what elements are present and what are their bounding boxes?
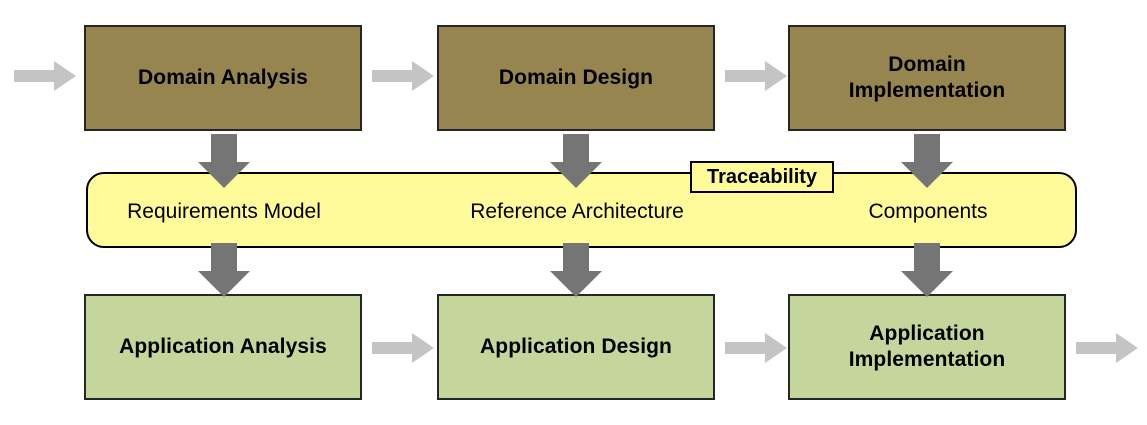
arrow-domain-design-to-implementation-icon — [725, 61, 787, 91]
box-domain-design[interactable]: Domain Design — [437, 25, 715, 131]
box-application-analysis[interactable]: Application Analysis — [84, 294, 362, 400]
box-application-design-label: Application Design — [480, 335, 672, 359]
arrow-into-domain-analysis-icon — [14, 61, 76, 91]
asset-label-reference-architecture: Reference Architecture — [470, 200, 684, 223]
arrow-components-to-application-implementation-icon — [901, 243, 953, 297]
traceability-label: Traceability — [706, 165, 818, 188]
box-domain-implementation[interactable]: Domain Implementation — [788, 25, 1066, 131]
arrow-domain-implementation-to-components-icon — [901, 134, 953, 188]
arrow-application-analysis-to-design-icon — [372, 333, 434, 363]
box-application-analysis-label: Application Analysis — [119, 335, 327, 359]
traceability-callout[interactable]: Traceability — [690, 161, 834, 193]
arrow-application-design-to-implementation-icon — [725, 333, 787, 363]
arrow-reference-architecture-to-application-design-icon — [550, 243, 602, 297]
arrow-out-of-application-implementation-icon — [1076, 333, 1138, 363]
box-application-implementation-label: Application Implementation — [848, 322, 1006, 371]
arrow-domain-analysis-to-requirements-model-icon — [198, 134, 250, 188]
asset-label-requirements-model: Requirements Model — [127, 200, 321, 223]
box-application-design[interactable]: Application Design — [437, 294, 715, 400]
box-domain-analysis[interactable]: Domain Analysis — [84, 25, 362, 131]
arrow-requirements-model-to-application-analysis-icon — [198, 243, 250, 297]
arrow-domain-analysis-to-design-icon — [372, 61, 434, 91]
asset-label-components: Components — [868, 200, 988, 223]
box-domain-implementation-label: Domain Implementation — [848, 53, 1006, 102]
box-application-implementation[interactable]: Application Implementation — [788, 294, 1066, 400]
box-domain-design-label: Domain Design — [498, 66, 654, 90]
arrow-domain-design-to-reference-architecture-icon — [550, 134, 602, 188]
box-domain-analysis-label: Domain Analysis — [138, 66, 308, 90]
